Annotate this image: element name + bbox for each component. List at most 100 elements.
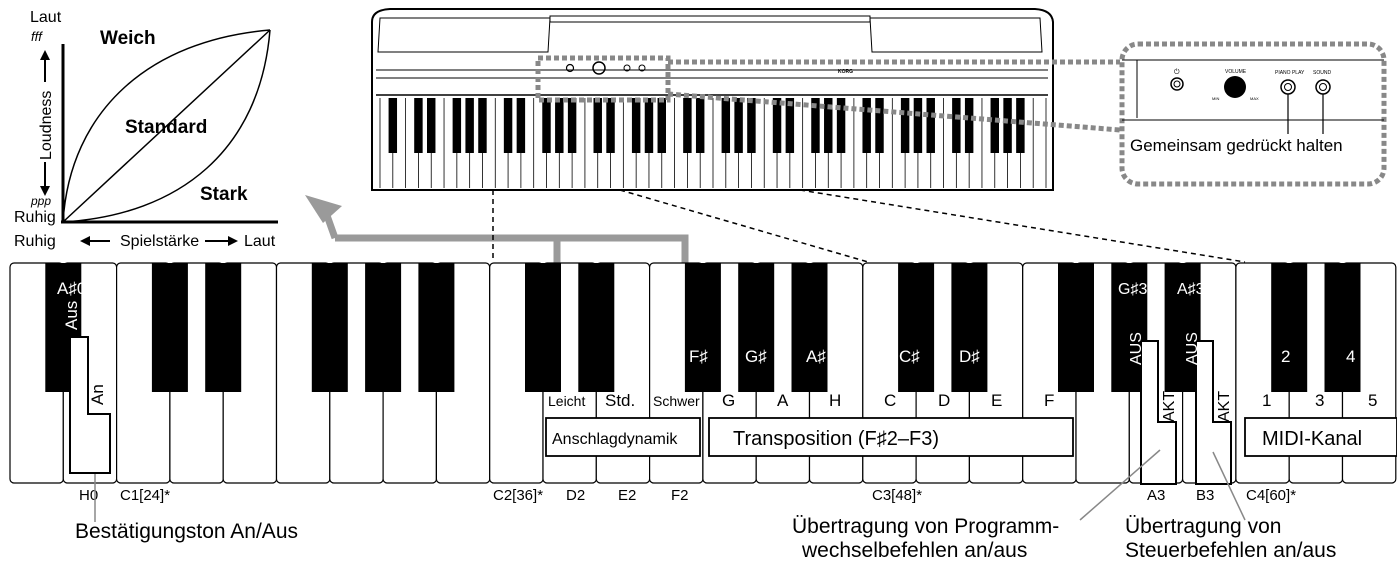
piano-keys xyxy=(379,98,1047,188)
a-sharp-label: A♯ xyxy=(806,347,826,366)
black-key xyxy=(205,263,242,392)
note-label-d2: D2 xyxy=(566,487,585,504)
note-label-b3: B3 xyxy=(1196,487,1214,504)
note-label-c3: C3[48]* xyxy=(872,487,922,504)
x-axis-label: Spielstärke xyxy=(120,233,199,250)
note-label-a3: A3 xyxy=(1147,487,1165,504)
black-keys xyxy=(45,263,1361,392)
leicht-label: Leicht xyxy=(548,393,585,409)
midi-channel-1-label: 1 xyxy=(1262,391,1271,410)
aus-a-sharp-3-label: AUS xyxy=(1184,332,1201,365)
a-sharp-3-label: A♯3 xyxy=(1177,281,1205,298)
y-top-label: Laut xyxy=(30,9,62,26)
x-left-label: Ruhig xyxy=(14,233,56,250)
g-sharp-label: G♯ xyxy=(745,347,767,366)
aus-label: Aus xyxy=(62,301,81,330)
note-g-label: G xyxy=(722,391,735,410)
velocity-box: Anschlagdynamik xyxy=(545,417,701,457)
note-c-label: C xyxy=(884,391,896,410)
curve-soft-line xyxy=(62,29,271,223)
arrow-down-icon xyxy=(40,186,50,196)
control-change-bracket xyxy=(1195,340,1232,485)
black-key xyxy=(898,263,935,392)
volume-max-label: MAX xyxy=(1250,96,1259,101)
black-key xyxy=(1058,263,1094,392)
black-key xyxy=(1324,263,1361,392)
akt-b3-label: AKT xyxy=(1216,391,1233,422)
velocity-arrow xyxy=(320,205,689,265)
sound-label: SOUND xyxy=(1313,70,1331,76)
svg-text:⏻: ⏻ xyxy=(1174,68,1180,76)
arrow-icon xyxy=(305,195,342,223)
curve-hard-line xyxy=(62,29,271,223)
ppp-label: ppp xyxy=(30,194,51,208)
std-label: Std. xyxy=(605,391,635,410)
curve-soft-label: Weich xyxy=(100,28,156,49)
curve-standard-label: Standard xyxy=(125,117,207,138)
power-button-icon xyxy=(1170,77,1184,91)
x-right-label: Laut xyxy=(244,233,276,250)
fff-label: fff xyxy=(31,29,43,44)
midi-channel-box-label: MIDI-Kanal xyxy=(1262,428,1362,450)
black-key xyxy=(1271,263,1308,392)
velocity-box-label: Anschlagdynamik xyxy=(552,431,678,448)
note-labels: H0 C1[24]* C2[36]* D2 E2 F2 C3[48]* A3 B… xyxy=(79,487,1296,504)
black-key xyxy=(418,263,455,392)
note-label-c1: C1[24]* xyxy=(120,487,170,504)
note-e-label: E xyxy=(991,391,1002,410)
program-change-caption-line2: wechselbefehlen an/aus xyxy=(801,539,1027,562)
black-key xyxy=(151,263,188,392)
transpose-box-label: Transposition (F♯2–F3) xyxy=(733,428,939,450)
note-label-f2: F2 xyxy=(671,487,689,504)
program-change-caption-line1: Übertragung von Programm- xyxy=(792,515,1059,538)
hold-together-label: Gemeinsam gedrückt halten xyxy=(1130,136,1343,155)
beep-caption: Bestätigungston An/Aus xyxy=(75,520,298,543)
touch-curve-graph: Laut fff Loudness ppp Ruhig Ruhig Spiels… xyxy=(14,9,278,250)
midi-channel-3-label: 3 xyxy=(1315,391,1324,410)
aus-g-sharp-3-label: AUS xyxy=(1128,332,1145,365)
note-label-c4: C4[60]* xyxy=(1246,487,1296,504)
black-key xyxy=(951,263,988,392)
midi-channel-5-label: 5 xyxy=(1368,391,1377,410)
arrow-up-icon xyxy=(40,50,50,60)
note-label-c2: C2[36]* xyxy=(493,487,543,504)
origin-label: Ruhig xyxy=(14,209,56,226)
note-label-h0: H0 xyxy=(79,487,98,504)
note-d-label: D xyxy=(938,391,950,410)
control-change-caption-line1: Übertragung von xyxy=(1125,515,1281,538)
g-sharp-3-label: G♯3 xyxy=(1118,281,1147,298)
black-key xyxy=(525,263,561,392)
black-key xyxy=(1164,263,1201,392)
piano-play-label: PIANO PLAY xyxy=(1275,70,1305,76)
arrow-left-icon xyxy=(80,236,90,246)
panel-inset: ⏻ VOLUME MIN MAX PIANO PLAY SOUND Gemein… xyxy=(1119,41,1387,187)
midi-channel-2-label: 2 xyxy=(1281,347,1290,366)
black-key xyxy=(578,263,615,392)
akt-a3-label: AKT xyxy=(1161,391,1178,422)
program-change-bracket xyxy=(1140,340,1177,485)
volume-knob-icon xyxy=(1224,76,1246,98)
black-key xyxy=(738,263,775,392)
volume-label: VOLUME xyxy=(1225,69,1247,75)
transpose-box: Transposition (F♯2–F3) xyxy=(708,417,1074,457)
an-label: An xyxy=(88,384,107,405)
note-h-label: H xyxy=(829,391,841,410)
schwer-label: Schwer xyxy=(653,393,700,409)
panel-highlight xyxy=(535,55,671,103)
piano-brand-logo: KORG xyxy=(838,69,853,75)
volume-min-label: MIN xyxy=(1212,96,1219,101)
curve-standard-line xyxy=(62,29,271,223)
black-key xyxy=(684,263,721,392)
caption-leaders xyxy=(94,449,1246,522)
curve-hard-label: Stark xyxy=(200,184,248,205)
black-key xyxy=(365,263,402,392)
midi-channel-box: MIDI-Kanal xyxy=(1244,417,1397,457)
beep-on-bracket xyxy=(69,336,111,474)
y-axis-label: Loudness xyxy=(38,91,55,160)
c-sharp-label: C♯ xyxy=(899,347,920,366)
black-key xyxy=(791,263,828,392)
midi-channel-4-label: 4 xyxy=(1346,347,1355,366)
note-f-label: F xyxy=(1044,391,1054,410)
control-change-caption-line2: Steuerbefehlen an/aus xyxy=(1125,539,1336,562)
